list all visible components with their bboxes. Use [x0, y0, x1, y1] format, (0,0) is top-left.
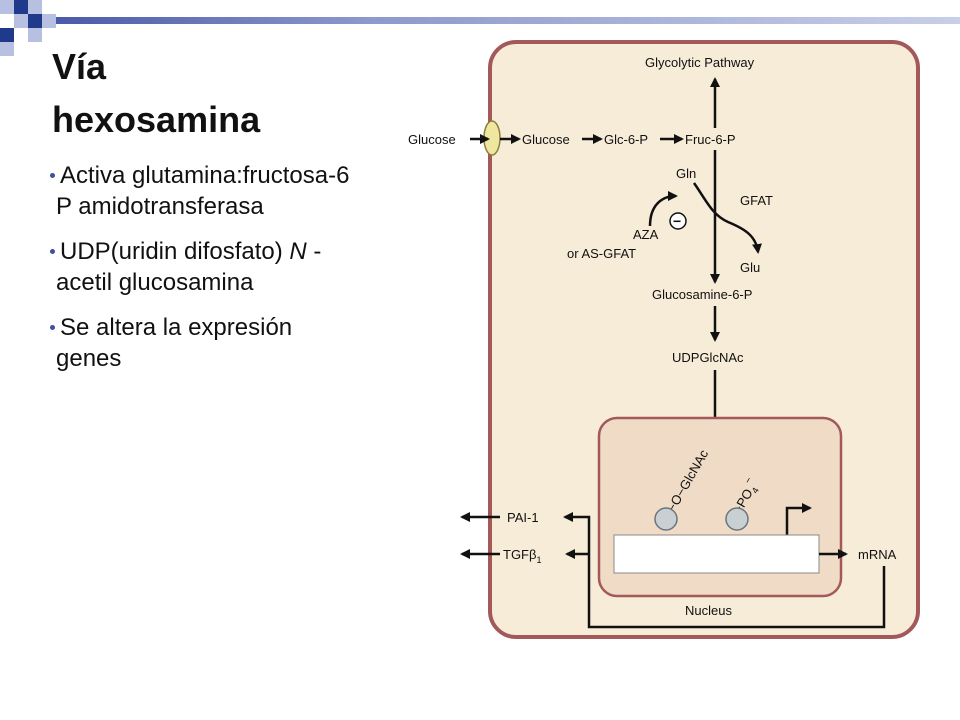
corner-square: [0, 42, 14, 56]
bullet-item: UDP(uridin difosfato) N -acetil glucosam…: [50, 236, 356, 298]
label-pai1: PAI-1: [507, 510, 539, 525]
phospho-site: [725, 507, 749, 531]
title-line: Vía: [52, 46, 107, 87]
label-gln: Gln: [676, 166, 696, 181]
glcnac-site: [654, 507, 678, 531]
gln-glu-curve: [692, 182, 762, 254]
label-glucosamine6p: Glucosamine-6-P: [652, 287, 752, 302]
tgf-text: TGFβ: [503, 547, 536, 562]
bullet-text: -acetil glucosamina: [56, 238, 322, 296]
label-as-gfat: or AS-GFAT: [567, 246, 636, 261]
corner-square: [14, 14, 28, 28]
bullet-item: Activa glutamina:fructosa-6 P amidotrans…: [50, 160, 356, 222]
label-glu: Glu: [740, 260, 760, 275]
tgf-subscript: 1: [536, 555, 541, 565]
po4-subscript: 4: [750, 486, 761, 495]
gene-box: [613, 534, 820, 574]
corner-square: [28, 28, 42, 42]
corner-square: [0, 0, 14, 14]
transcription-arrow: [785, 503, 812, 535]
inhibitor-arrow: [648, 191, 678, 227]
label-mrna: mRNA: [858, 547, 897, 562]
inhibition-sign: [669, 212, 687, 230]
label-nucleus: Nucleus: [685, 603, 732, 618]
label-tgf: TGFβ1: [503, 547, 542, 565]
inhibition-sign-label: −: [673, 213, 681, 229]
corner-square: [14, 0, 28, 14]
bullet-dot: [50, 325, 55, 330]
output-loop: [563, 512, 886, 629]
po4-superscript: −: [743, 475, 756, 486]
corner-square: [28, 0, 42, 14]
bullet-item: Se altera la expresión genes: [50, 312, 356, 374]
corner-square: [42, 14, 56, 28]
bullet-dot: [50, 173, 55, 178]
bullet-list: Activa glutamina:fructosa-6 P amidotrans…: [50, 160, 356, 388]
title-line: hexosamina: [52, 99, 261, 140]
label-glycolytic: Glycolytic Pathway: [645, 55, 755, 70]
label-glucose-out: Glucose: [408, 132, 456, 147]
label-aza: AZA: [633, 227, 659, 242]
label-glucose-in: Glucose: [522, 132, 570, 147]
label-udpglcnac: UDPGlcNAc: [672, 350, 744, 365]
corner-square: [0, 28, 14, 42]
bullet-text: Activa glutamina:fructosa-6 P amidotrans…: [56, 162, 350, 220]
label-glc6p: Glc-6-P: [604, 132, 648, 147]
bullet-text: Se altera la expresión genes: [56, 314, 293, 372]
label-gfat: GFAT: [740, 193, 773, 208]
bullet-italic: N: [289, 238, 307, 265]
label-fruc6p: Fruc-6-P: [685, 132, 736, 147]
header-rule: [56, 17, 960, 24]
bullet-dot: [50, 249, 55, 254]
slide-title: Vía hexosamina: [52, 40, 382, 146]
bullet-text: UDP(uridin difosfato): [60, 238, 290, 265]
corner-square: [28, 14, 42, 28]
